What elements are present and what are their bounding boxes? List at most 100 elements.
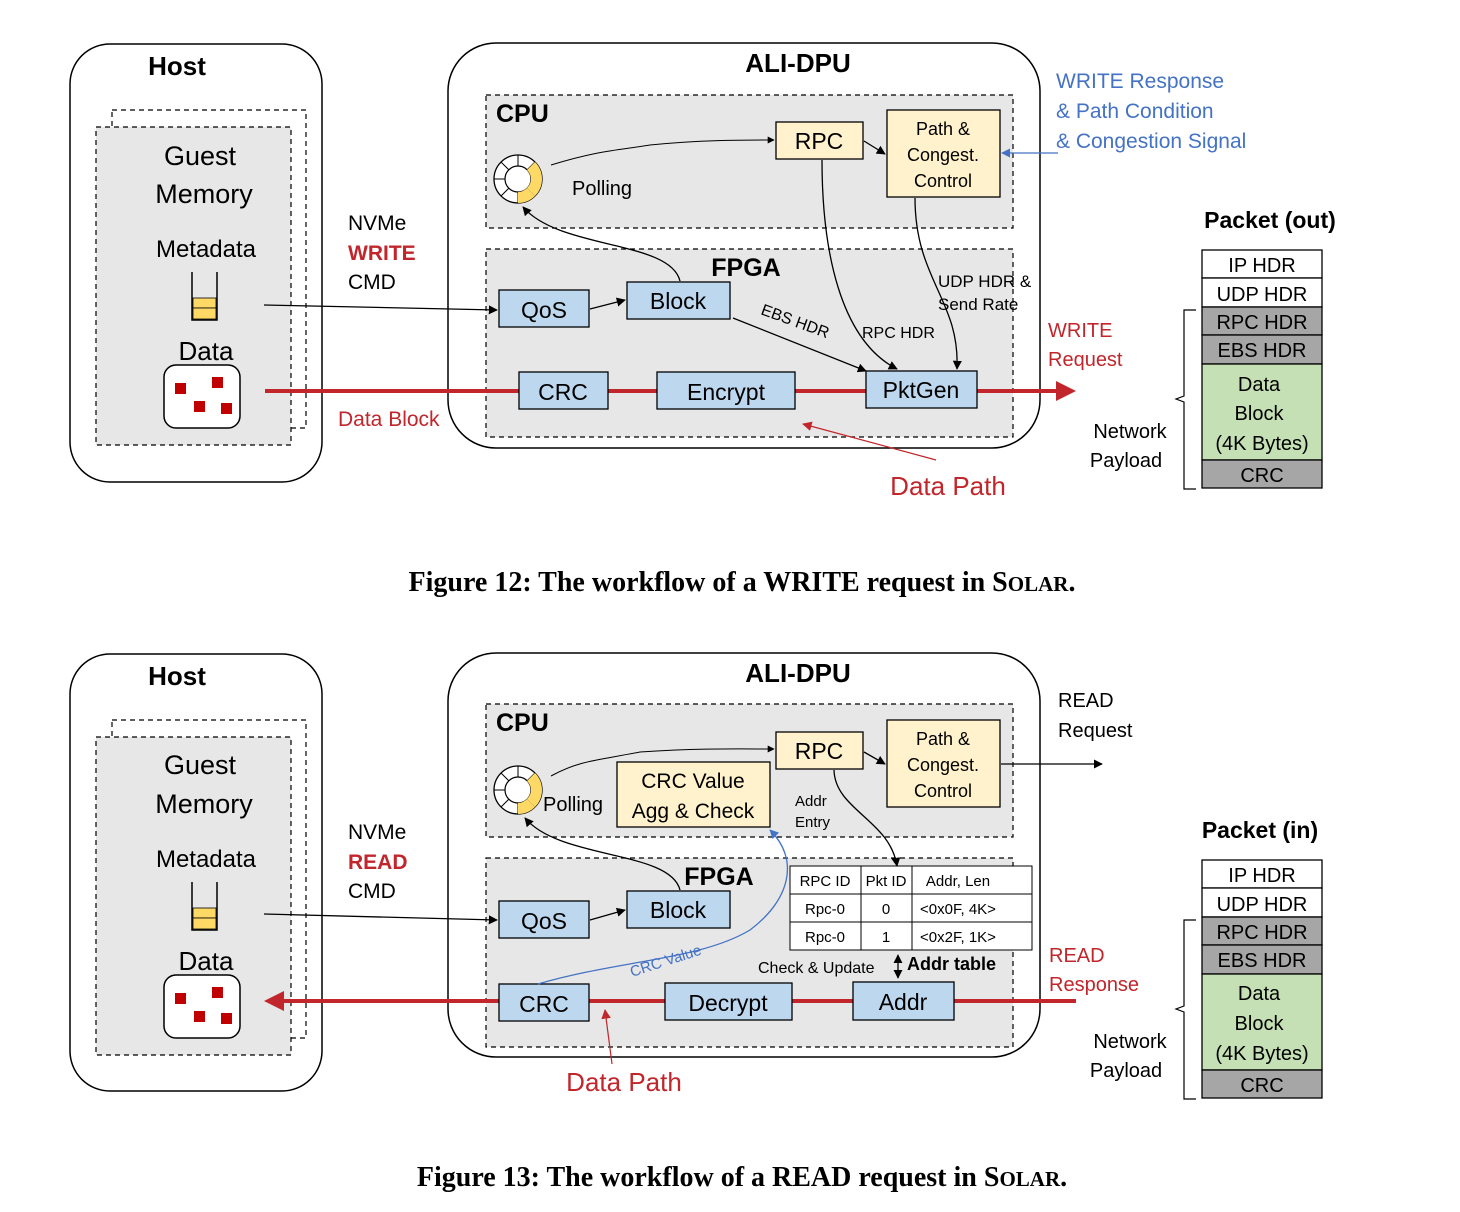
read-request-label-1: READ <box>1058 690 1114 712</box>
write-response-label-2: & Path Condition <box>1056 100 1214 123</box>
crc-value-box <box>616 761 771 828</box>
packet-row-label: IP HDR <box>1228 865 1295 887</box>
data-label: Data <box>179 336 234 366</box>
polling-ring-icon <box>493 765 543 815</box>
figure-13: Host Guest Memory Metadata Data NVMe REA… <box>69 652 1323 1193</box>
crc-label: CRC <box>519 991 569 1017</box>
write-response-label-3: & Congestion Signal <box>1056 130 1246 153</box>
figure-12: Host Guest Memory Metadata Data NVMe WRI… <box>69 42 1336 598</box>
rpc-hdr-label: RPC HDR <box>862 325 935 342</box>
dpu-title: ALI-DPU <box>745 658 850 688</box>
metadata-queue-icon <box>191 272 218 321</box>
crc-box <box>498 983 590 1022</box>
data-path-pointer <box>802 421 937 461</box>
addr-table-header: RPC ID <box>800 873 851 890</box>
nvme-label-1: NVMe <box>348 821 406 844</box>
addr-table-cell: 0 <box>882 901 890 918</box>
qos-box <box>498 900 590 939</box>
qos-label: QoS <box>521 908 567 934</box>
packet-row <box>1201 859 1323 889</box>
udp-send-label-2: Send Rate <box>938 295 1018 314</box>
udp-send-label-1: UDP HDR & <box>938 272 1032 291</box>
nvme-label-2: READ <box>348 851 408 874</box>
metadata-label: Metadata <box>156 846 257 873</box>
payload-label-2: Payload <box>1090 1060 1162 1082</box>
fpga-label: FPGA <box>711 254 780 282</box>
addr-entry-label-2: Entry <box>795 814 831 831</box>
polling-ring-icon <box>493 154 543 204</box>
nvme-label-2: WRITE <box>348 242 416 265</box>
nvme-cmd-arrow <box>263 304 498 315</box>
write-request-label-1: WRITE <box>1048 320 1112 342</box>
packet-row-label: IP HDR <box>1228 255 1295 277</box>
data-path-pointer <box>601 1009 613 1065</box>
check-update-label: Check & Update <box>758 960 875 977</box>
packet-data-label-1: Data <box>1238 983 1281 1005</box>
pktgen-box <box>865 370 978 409</box>
figure-13-caption: Figure 13: The workflow of a READ reques… <box>417 1162 1067 1193</box>
host-title: Host <box>148 661 206 691</box>
payload-label-1: Network <box>1093 421 1167 443</box>
data-path-label: Data Path <box>566 1067 682 1097</box>
packet-crc-label: CRC <box>1240 465 1283 487</box>
nvme-label-1: NVMe <box>348 212 406 235</box>
read-request-label-2: Request <box>1058 720 1133 742</box>
packet-row <box>1201 249 1323 279</box>
block-polling-arrow <box>524 817 681 891</box>
packet-data-label-1: Data <box>1238 374 1281 396</box>
crc-value-label-2: Agg & Check <box>632 800 755 823</box>
qos-box <box>498 289 590 328</box>
path-congest-label-1: Path & <box>916 729 970 749</box>
packet-row <box>1201 916 1323 946</box>
guest-memory-label-1: Guest <box>164 750 237 780</box>
crc-box <box>518 371 609 410</box>
packet-row-label: UDP HDR <box>1217 894 1308 916</box>
addr-table-cell: Rpc-0 <box>805 901 845 918</box>
guest-memory-label-2: Memory <box>155 789 253 819</box>
packet-row-label: UDP HDR <box>1217 284 1308 306</box>
nvme-label-3: CMD <box>348 880 396 903</box>
addr-label: Addr <box>879 989 928 1015</box>
payload-brace <box>1174 919 1196 1100</box>
addr-table-cell: <0x2F, 1K> <box>920 929 996 946</box>
qos-block-arrow <box>589 907 626 921</box>
packet-out-title: Packet (out) <box>1204 207 1336 233</box>
nvme-cmd-arrow <box>263 913 498 925</box>
figure-12-caption: Figure 12: The workflow of a WRITE reque… <box>409 567 1076 598</box>
crc-label: CRC <box>538 379 588 405</box>
block-box <box>626 890 731 929</box>
path-congest-label-3: Control <box>914 171 972 191</box>
rpc-box <box>775 121 864 160</box>
rpc-label: RPC <box>795 128 844 154</box>
addr-table-cell: 1 <box>882 929 890 946</box>
payload-label-2: Payload <box>1090 450 1162 472</box>
guest-memory-label-1: Guest <box>164 141 237 171</box>
path-congest-box <box>886 109 1001 198</box>
cpu-label: CPU <box>496 709 549 737</box>
polling-rpc-arrow <box>550 745 775 777</box>
nvme-label-3: CMD <box>348 271 396 294</box>
addr-table-header: Pkt ID <box>866 873 907 890</box>
packet-crc <box>1201 1069 1323 1099</box>
packet-row <box>1201 334 1323 365</box>
data-label: Data <box>179 946 234 976</box>
block-label: Block <box>650 288 707 314</box>
write-response-label-1: WRITE Response <box>1056 70 1224 93</box>
encrypt-label: Encrypt <box>687 379 766 405</box>
write-request-label-2: Request <box>1048 349 1123 371</box>
rpc-path-arrow <box>863 751 886 765</box>
rpc-box <box>775 731 864 770</box>
metadata-queue-icon <box>191 882 218 931</box>
polling-label: Polling <box>572 178 632 200</box>
packet-in-title: Packet (in) <box>1202 817 1318 843</box>
packet-row-label: EBS HDR <box>1218 340 1307 362</box>
packet-row <box>1201 944 1323 975</box>
qos-block-arrow <box>589 297 626 310</box>
packet-data-label-3: (4K Bytes) <box>1215 433 1308 455</box>
packet-crc <box>1201 459 1323 489</box>
udp-hdr-arrow <box>914 197 962 370</box>
packet-out-table: IP HDR UDP HDR RPC HDR EBS HDR Data Bloc… <box>1201 249 1323 489</box>
crc-value-arrow <box>537 829 789 985</box>
packet-data-block <box>1201 363 1323 461</box>
addr-table-header: Addr, Len <box>926 873 990 890</box>
